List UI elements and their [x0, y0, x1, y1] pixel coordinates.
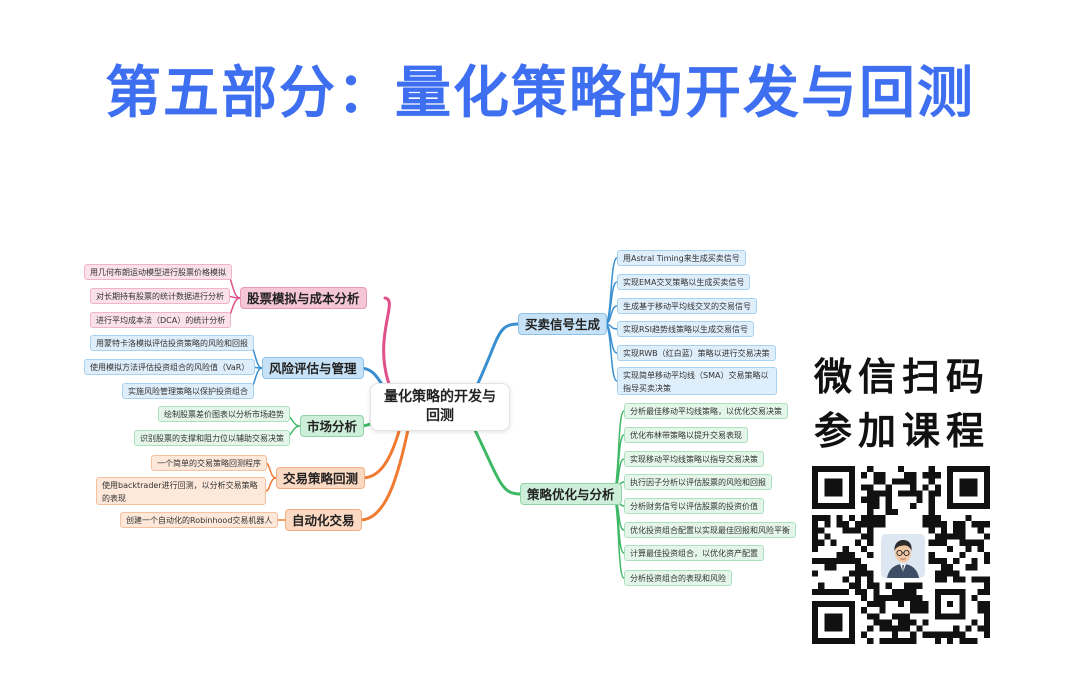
leaf-optimize-6: 优化投资组合配置以实现最佳回报和风险平衡: [624, 522, 796, 538]
mindmap-center: 量化策略的开发与回测: [370, 383, 510, 431]
leaf-signals-6: 实现简单移动平均线（SMA）交易策略以指导买卖决策: [617, 367, 777, 395]
leaf-auto-1: 创建一个自动化的Robinhood交易机器人: [120, 512, 279, 528]
leaf-risk-3: 实施风险管理策略以保护投资组合: [122, 383, 254, 399]
leaf-stock-sim-3: 进行平均成本法（DCA）的统计分析: [90, 312, 232, 328]
page-title: 第五部分：量化策略的开发与回测: [105, 61, 975, 126]
leaf-optimize-4: 执行因子分析以评估股票的风险和回报: [624, 474, 772, 490]
branch-strategy-optimization: 策略优化与分析: [520, 483, 622, 505]
avatar: [879, 532, 927, 580]
link-optimize: [468, 418, 522, 496]
link-stock-sim: [382, 296, 394, 394]
leaf-stock-sim-2: 对长期持有股票的统计数据进行分析: [90, 288, 230, 304]
branch-market-analysis: 市场分析: [300, 415, 365, 437]
leaf-signals-5: 实现RWB（红白蓝）策略以进行交易决策: [617, 345, 776, 361]
branch-risk-management: 风险评估与管理: [262, 357, 364, 379]
leaf-optimize-5: 分析财务信号以评估股票的投资价值: [624, 498, 764, 514]
branch-auto-trading: 自动化交易: [285, 509, 362, 531]
link-auto: [358, 418, 412, 522]
leaf-market-1: 绘制股票差价图表以分析市场趋势: [158, 406, 290, 422]
branch-strategy-backtest: 交易策略回测: [276, 467, 366, 489]
promo-line-1: 微信扫码: [813, 355, 990, 399]
leaf-optimize-3: 实现移动平均线策略以指导交易决策: [624, 451, 764, 467]
branch-stock-simulation: 股票模拟与成本分析: [240, 287, 367, 309]
leaf-signals-3: 生成基于移动平均线交叉的交易信号: [617, 298, 757, 314]
leaf-stock-sim-1: 用几何布朗运动模型进行股票价格模拟: [84, 264, 232, 280]
leaf-optimize-1: 分析最佳移动平均线策略，以优化交易决策: [624, 403, 788, 419]
leaf-backtest-2: 使用backtrader进行回测，以分析交易策略的表现: [96, 477, 266, 505]
leaf-market-2: 识别股票的支撑和阻力位以辅助交易决策: [134, 430, 290, 446]
leaf-optimize-7: 计算最佳投资组合，以优化资产配置: [624, 545, 764, 561]
leaf-optimize-8: 分析投资组合的表现和风险: [624, 570, 732, 586]
leaf-optimize-2: 优化布林带策略以提升交易表现: [624, 427, 748, 443]
promo-line-2: 参加课程: [813, 409, 990, 453]
leaf-signals-2: 实现EMA交叉策略以生成买卖信号: [617, 274, 751, 290]
leaf-risk-1: 用蒙特卡洛模拟评估投资策略的风险和回报: [90, 335, 254, 351]
leaf-signals-4: 实现RSI趋势线策略以生成交易信号: [617, 321, 754, 337]
link-signals: [468, 322, 520, 402]
branch-trade-signals: 买卖信号生成: [518, 313, 608, 335]
leaf-signals-1: 用Astral Timing来生成买卖信号: [617, 250, 746, 266]
leaf-risk-2: 使用模拟方法评估投资组合的风险值（VaR）: [84, 359, 256, 375]
leaf-backtest-1: 一个简单的交易策略回测程序: [151, 455, 267, 471]
